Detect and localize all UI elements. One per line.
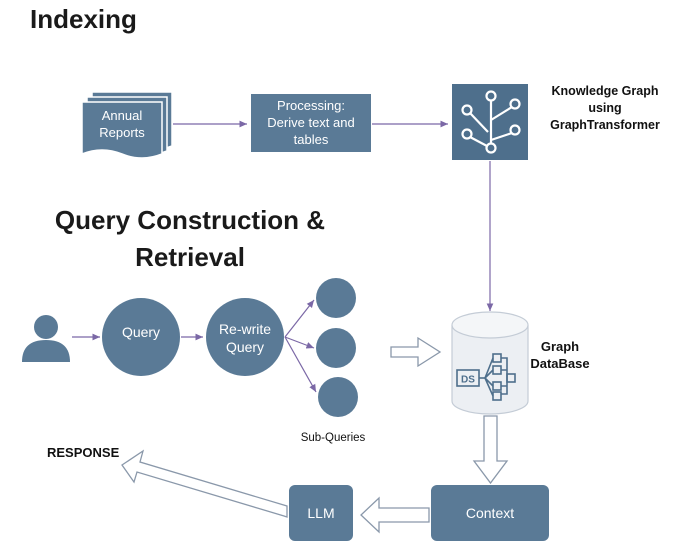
- graph-database-node: DS: [451, 311, 529, 415]
- kg-label-2: using: [588, 101, 621, 115]
- sub-query-node-2: [316, 328, 356, 368]
- processing-label-2: Derive text and: [267, 115, 354, 130]
- query-node: Query: [102, 298, 180, 376]
- llm-label: LLM: [307, 505, 334, 521]
- data-structure-icon: DS: [456, 353, 516, 401]
- context-node: Context: [431, 485, 549, 541]
- block-arrow-subqueries-graphdb: [390, 336, 442, 368]
- annual-reports-node: Annual Reports: [81, 91, 173, 159]
- edge-rewrite-subquery-1: [284, 299, 315, 338]
- processing-node: Processing: Derive text and tables: [251, 94, 371, 152]
- kg-label-3: GraphTransformer: [550, 118, 660, 132]
- kg-label-1: Knowledge Graph: [552, 84, 659, 98]
- knowledge-graph-icon: [452, 84, 528, 160]
- rewrite-label-1: Re-write: [219, 321, 271, 337]
- graph-db-label-1: Graph: [541, 339, 579, 354]
- edge-rewrite-subquery-3: [284, 336, 317, 393]
- processing-label-1: Processing:: [277, 98, 345, 113]
- query-title-line1: Query Construction &: [55, 205, 325, 235]
- indexing-title: Indexing: [30, 4, 137, 34]
- user-icon: [22, 315, 70, 362]
- llm-node: LLM: [289, 485, 353, 541]
- response-label: RESPONSE: [47, 445, 120, 460]
- rewrite-query-node: Re-write Query: [206, 298, 284, 376]
- rewrite-label-2: Query: [226, 339, 264, 355]
- block-arrow-llm-response: [121, 449, 288, 518]
- query-title-line2: Retrieval: [135, 242, 245, 272]
- edge-rewrite-subquery-2: [284, 336, 315, 349]
- block-arrow-context-llm: [360, 496, 430, 534]
- sub-queries-label: Sub-Queries: [301, 432, 366, 444]
- graph-db-label-2: DataBase: [530, 356, 589, 371]
- processing-label-3: tables: [294, 132, 329, 147]
- annual-reports-label-1: Annual: [102, 108, 143, 123]
- sub-query-node-1: [316, 278, 356, 318]
- context-label: Context: [466, 505, 514, 521]
- sub-query-node-3: [318, 377, 358, 417]
- block-arrow-graphdb-context: [472, 415, 509, 485]
- query-label: Query: [122, 324, 160, 340]
- annual-reports-label-2: Reports: [99, 125, 145, 140]
- ds-label: DS: [461, 375, 475, 386]
